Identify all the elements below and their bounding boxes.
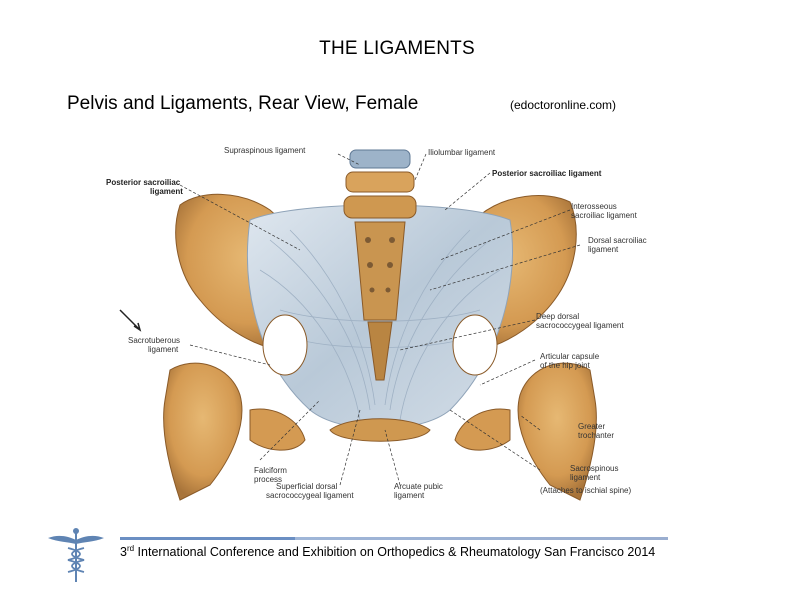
label-sacrotuberous-2: ligament	[148, 345, 179, 354]
label-deep-dorsal-1: Deep dorsal	[536, 312, 580, 321]
footer-conference: International Conference and Exhibition …	[134, 545, 656, 560]
slide-subtitle: Pelvis and Ligaments, Rear View, Female	[67, 93, 419, 114]
label-iliolumbar: Iliolumbar ligament	[428, 148, 496, 157]
label-interosseous-2: sacroiliac ligament	[571, 211, 637, 220]
right-ischium	[454, 408, 511, 451]
pointer-arrow	[119, 309, 142, 332]
pelvis-illustration: Supraspinous ligament Iliolumbar ligamen…	[100, 140, 660, 505]
label-falciform-2: process	[254, 475, 283, 484]
caduceus-icon	[48, 528, 104, 582]
label-sacrotuberous-1: Sacrotuberous	[128, 336, 181, 345]
label-arcuate-2: ligament	[394, 491, 425, 500]
left-obturator	[262, 314, 308, 376]
source-credit: (edoctoronline.com)	[510, 98, 617, 112]
label-dorsal-sacroiliac-2: ligament	[588, 245, 619, 254]
label-deep-dorsal-2: sacrococcygeal ligament	[536, 321, 624, 330]
label-superficial-2: sacrococcygeal ligament	[266, 491, 354, 500]
label-posterior-sacroiliac-left-2: ligament	[150, 187, 183, 196]
ligament-fibers	[259, 229, 501, 421]
right-obturator	[452, 314, 498, 376]
label-articular-capsule-2: of the hip joint	[540, 361, 590, 370]
left-femur	[163, 362, 243, 501]
footer-ordinal: 3	[120, 545, 127, 560]
label-dorsal-sacroiliac-1: Dorsal sacroiliac	[588, 236, 647, 245]
sacral-foramina	[365, 237, 395, 293]
label-falciform-1: Falciform	[254, 466, 287, 475]
footer-divider-accent	[120, 537, 295, 540]
pelvis-drawing	[119, 149, 597, 501]
label-sacrospinous-1: Sacrospinous	[570, 464, 619, 473]
lumbar-spine	[343, 149, 417, 381]
label-articular-capsule-1: Articular capsule	[540, 352, 600, 361]
footer-divider	[120, 537, 668, 540]
left-ischium	[249, 408, 306, 451]
label-sacrospinous-3: (Attaches to ischial spine)	[540, 486, 632, 495]
footer-text: 3rd International Conference and Exhibit…	[120, 544, 655, 559]
right-femur	[517, 362, 597, 501]
label-supraspinous: Supraspinous ligament	[224, 146, 306, 155]
label-arcuate-1: Arcuate pubic	[394, 482, 443, 491]
conference-logo	[38, 524, 118, 586]
footer-ordinal-suffix: rd	[126, 544, 135, 553]
label-interosseous-1: Interosseous	[571, 202, 617, 211]
label-posterior-sacroiliac-right: Posterior sacroiliac ligament	[492, 169, 602, 178]
slide-title: THE LIGAMENTS	[319, 38, 475, 59]
leader-lines	[179, 153, 581, 486]
label-greater-trochanter-1: Greater	[578, 422, 606, 431]
label-sacrospinous-2: ligament	[570, 473, 601, 482]
label-greater-trochanter-2: trochanter	[578, 431, 615, 440]
label-superficial-1: Superficial dorsal	[276, 482, 338, 491]
label-posterior-sacroiliac-left-1: Posterior sacroiliac	[106, 178, 181, 187]
